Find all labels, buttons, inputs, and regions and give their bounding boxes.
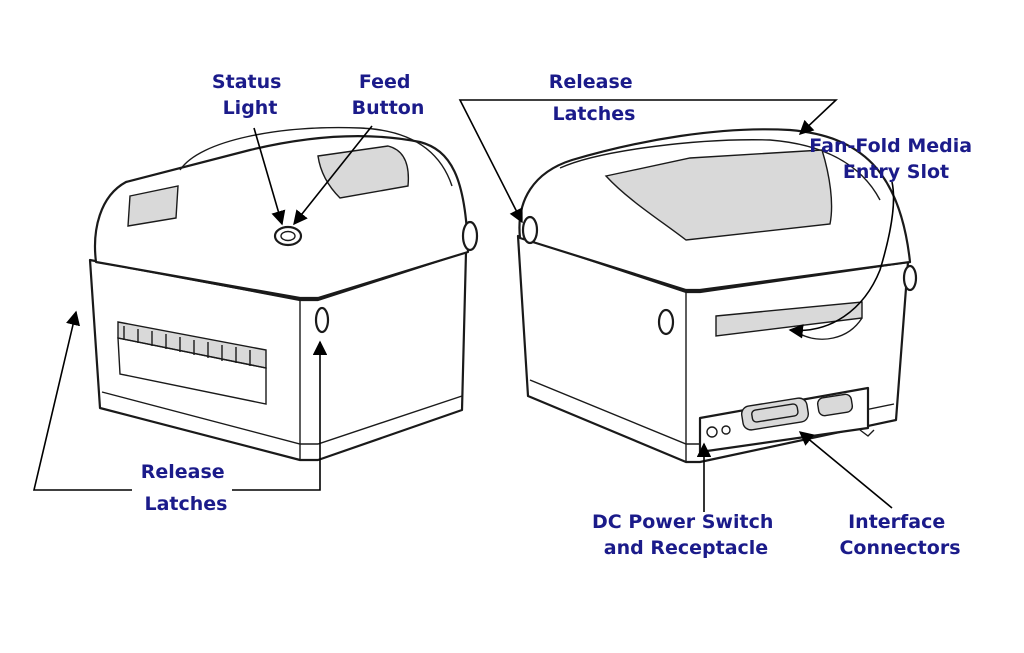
leader-lines [32,99,895,512]
label-interface-connectors: Interface Connectors [839,511,960,559]
rear-printer [516,128,918,464]
label-feed-button: Feed Button [352,71,425,119]
label-status-light: Status Light [212,71,288,119]
front-printer [88,126,479,462]
feed-button-icon [273,225,303,247]
label-fan-fold-media-entry-slot: Fan-Fold Media Entry Slot [809,135,978,183]
release-latch-icon [657,308,675,336]
label-dc-power-switch: DC Power Switch and Receptacle [592,511,780,559]
release-latch-icon [314,306,330,334]
callout-labels: Status Light Feed Button Release Latches… [141,71,978,559]
label-release-latches-bottom: Release Latches [141,461,232,515]
label-release-latches-top: Release Latches [549,71,640,125]
release-latch-icon [521,215,539,245]
